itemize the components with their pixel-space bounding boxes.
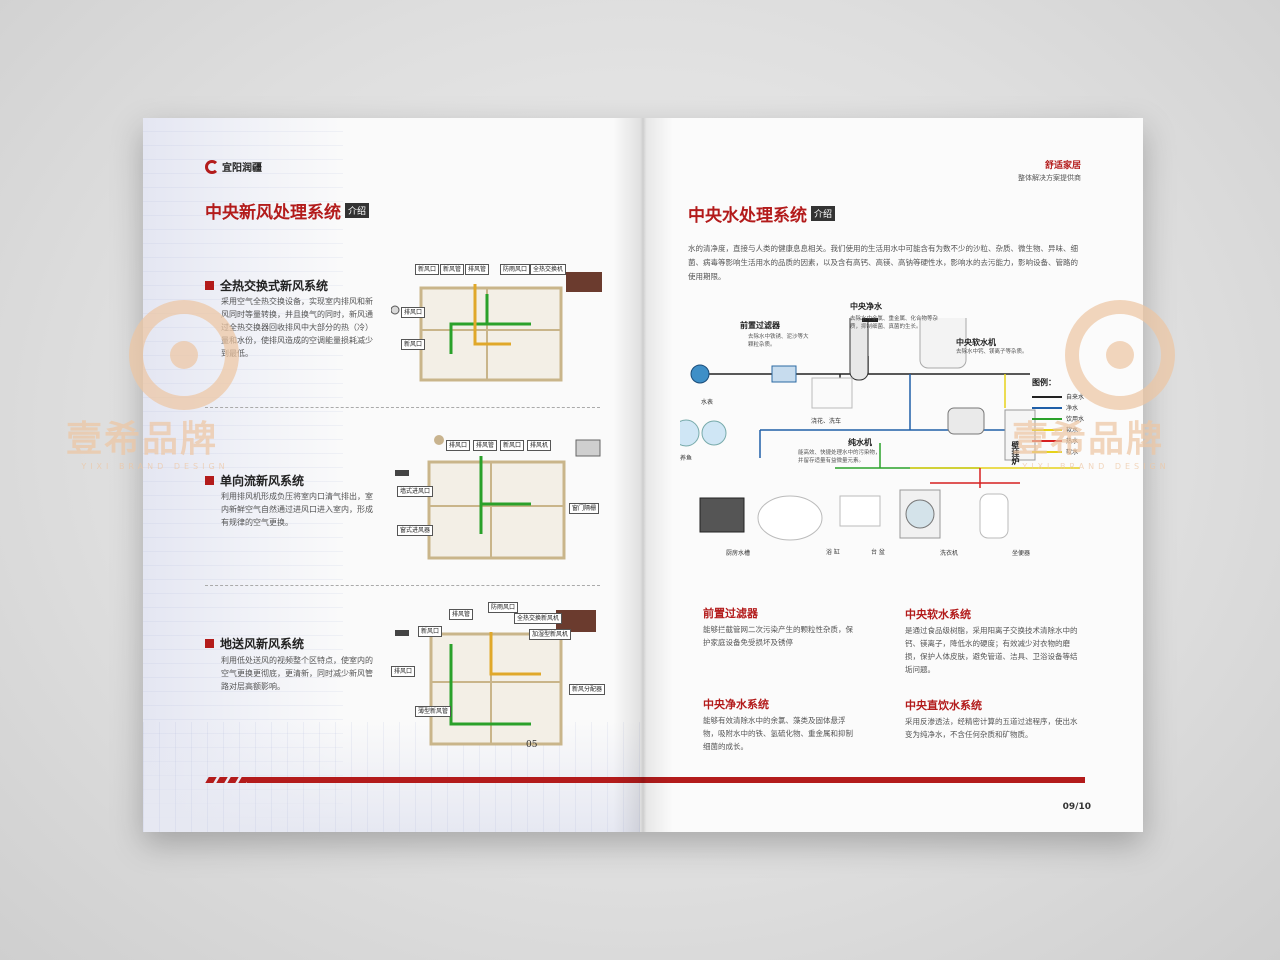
plan3-label: 新风分配器	[569, 684, 606, 695]
section-heading-1: 全热交换式新风系统	[205, 277, 328, 294]
diagram-label-central-purify: 中央净水	[850, 302, 882, 311]
page-title-text: 中央水处理系统	[688, 206, 807, 226]
diagram-sub-pure-water: 能高效、快捷处理水中的污染物，并留存适量有益微量元素。	[798, 450, 881, 464]
diagram-sub-pre-filter: 去除水中铁锈、泥沙等大颗粒杂质。	[748, 334, 809, 348]
diagram-sub-central-soft: 去除水中钙、镁离子等杂质。	[956, 349, 1028, 355]
plan1-label: 新风口	[415, 264, 440, 275]
section-divider	[205, 407, 600, 408]
red-bar-left	[247, 777, 640, 783]
legend-item: 自来水	[1032, 391, 1084, 402]
legend-item: 净水	[1032, 402, 1084, 413]
section-text-2: 利用排风机形成负压将室内口清气排出，室内新鲜空气自然通过进风口进入室内，形成有规…	[221, 492, 373, 527]
brand-title: 舒适家居	[1044, 161, 1081, 171]
plan1-label: 排风管	[465, 264, 490, 275]
fixture-label-bathtub: 浴 缸	[826, 549, 840, 556]
plan2-label: 排风口	[446, 440, 471, 451]
page-title: 中央新风处理系统 介绍	[205, 198, 370, 223]
square-bullet-icon	[205, 476, 214, 485]
legend-title: 图例：	[1032, 378, 1056, 387]
title-badge: 介绍	[811, 206, 836, 221]
plan3-label: 排风管	[449, 609, 474, 620]
page-number-left: 05	[526, 740, 538, 750]
section-text-1: 采用空气全热交换设备，实现室内排风和新风同时等量转换，并且换气的同时，新风通过全…	[221, 297, 373, 358]
plan3-label: 薄型新风管	[415, 706, 452, 717]
brand-subtitle: 整体解决方案提供商	[1018, 174, 1081, 182]
diagram-label-pre-filter: 前置过滤器	[740, 321, 780, 330]
diagram-label-pure-water: 纯水机	[848, 438, 872, 447]
plan3-label: 全热交换新风机	[514, 613, 563, 624]
fixture-label-basin: 台 盆	[871, 549, 885, 556]
left-page: 宜阳润疆 中央新风处理系统 介绍 全热交换式新风系统 采用空气全热交换设备，实现…	[143, 118, 640, 832]
feature-heading-2: 中央软水系统	[905, 608, 971, 621]
plan2-label: 窗门隔栅	[569, 503, 600, 514]
circuit-background	[143, 118, 343, 832]
page-number-right: 09/10	[1062, 802, 1091, 812]
plan1-label: 新风口	[401, 339, 426, 350]
brand-logo: 宜阳润疆	[205, 159, 262, 174]
legend-item: 热水	[1032, 435, 1084, 446]
plan3-label: 新风口	[418, 626, 443, 637]
fixture-label-washer: 洗衣机	[940, 550, 959, 557]
diagram-legend: 图例： 自来水 净水 饮用水 软水 热水 软水	[1032, 377, 1084, 457]
plan3-label: 防雨风口	[488, 602, 519, 613]
legend-item: 饮用水	[1032, 413, 1084, 424]
fixture-label-fish: 养鱼	[680, 455, 693, 462]
floor-plan-3	[395, 610, 596, 746]
plan2-label: 新风口	[500, 440, 525, 451]
plan2-label: 排风管	[473, 440, 498, 451]
plan3-label: 排风口	[391, 666, 416, 677]
intro-paragraph: 水的清净度，直接与人类的健康息息相关。我们使用的生活用水中可能含有为数不少的沙粒…	[688, 244, 1078, 281]
plan1-label: 新风管	[440, 264, 465, 275]
right-brand: 舒适家居 整体解决方案提供商	[1018, 158, 1081, 183]
page-title-text: 中央新风处理系统	[205, 203, 341, 223]
legend-item: 软水	[1032, 446, 1084, 457]
section-heading-text: 单向流新风系统	[220, 474, 305, 488]
feature-heading-3: 中央净水系统	[703, 698, 769, 711]
feature-heading-4: 中央直饮水系统	[905, 699, 982, 712]
diagram-label-central-soft: 中央软水机	[956, 338, 996, 347]
section-divider	[205, 585, 600, 586]
feature-text-2: 是通过食品级树脂，采用阳离子交换技术清除水中的钙、镁离子，降低水的硬度；有效减少…	[905, 626, 1078, 674]
plan1-label: 防雨风口	[500, 264, 531, 275]
square-bullet-icon	[205, 639, 214, 648]
plan2-label: 排风机	[527, 440, 552, 451]
plan1-label: 全热交换机	[530, 264, 567, 275]
right-page: 舒适家居 整体解决方案提供商 中央水处理系统 介绍 水的清净度，直接与人类的健康…	[640, 118, 1143, 832]
section-heading-2: 单向流新风系统	[205, 472, 304, 489]
section-heading-text: 全热交换式新风系统	[220, 279, 329, 293]
fixture-label-meter: 水表	[701, 399, 714, 406]
plan3-label: 加湿型新风机	[529, 629, 572, 640]
logo-mark-icon	[205, 159, 219, 174]
section-text-3: 利用低处送风的视频整个区特点，使室内的空气更换更彻底，更清新，同时减少新风管路对…	[221, 656, 373, 691]
page-title: 中央水处理系统 介绍	[688, 201, 836, 226]
fixture-label-flower: 浇花、洗车	[811, 418, 842, 425]
feature-heading-1: 前置过滤器	[703, 607, 758, 620]
plan2-label: 墙式进风口	[397, 486, 434, 497]
diagram-sub-central-purify: 去除水中余氯、重金属、化合物等杂质，抑制细菌、真菌的生长。	[850, 316, 939, 330]
plan1-label: 排风口	[401, 307, 426, 318]
feature-text-1: 能够拦截管网二次污染产生的颗粒性杂质，保护家庭设备免受损坏及锈停	[703, 625, 853, 647]
fixture-label-toilet: 坐便器	[1012, 550, 1031, 557]
diagram-label-boiler: 壁挂炉	[1011, 441, 1020, 465]
section-heading-text: 地送风新风系统	[220, 637, 305, 651]
square-bullet-icon	[205, 281, 214, 290]
red-stripes	[205, 777, 250, 783]
fixture-label-kitchen: 厨房水槽	[726, 550, 751, 557]
floor-plan-1	[391, 265, 602, 382]
title-badge: 介绍	[345, 203, 370, 218]
brochure-spread: 宜阳润疆 中央新风处理系统 介绍 全热交换式新风系统 采用空气全热交换设备，实现…	[143, 118, 1143, 832]
plan2-label: 窗式进风器	[397, 525, 434, 536]
feature-text-4: 采用反渗透法，经精密计算的五道过滤程序，使出水变为纯净水，不含任何杂质和矿物质。	[905, 717, 1078, 739]
water-system-diagram	[680, 318, 1080, 541]
logo-text: 宜阳润疆	[222, 163, 262, 174]
red-bar-right	[640, 777, 1085, 783]
legend-item: 软水	[1032, 424, 1084, 435]
section-heading-3: 地送风新风系统	[205, 635, 304, 652]
feature-text-3: 能够有效清除水中的余氯、藻类及固体悬浮物，吸附水中的铁、氢硫化物、重金属和抑制细…	[703, 716, 853, 751]
floor-plan-2	[395, 435, 601, 560]
